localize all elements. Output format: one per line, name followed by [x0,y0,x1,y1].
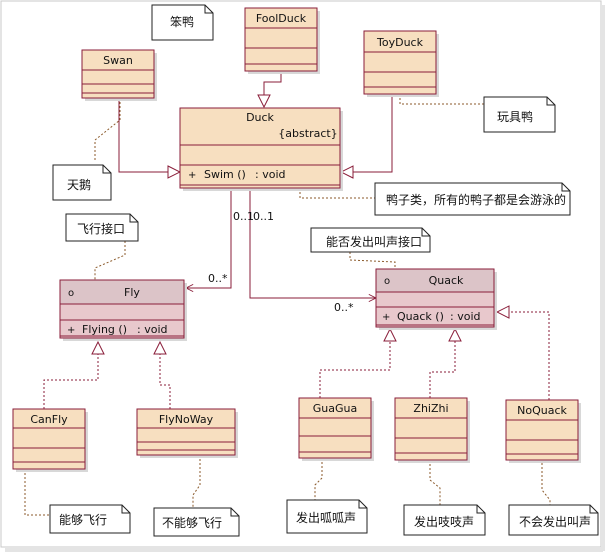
class-quack-name: Quack [429,274,464,287]
multiplicity-fly: 0..* [208,272,228,285]
quack-op-quack: Quack () [397,310,444,323]
duck-op-type: : void [255,168,285,181]
generalization-foolduck-duck [264,71,282,107]
note-duck: 鸭子类，所有的鸭子都是会游泳的 [374,182,571,216]
note-link-quack [349,252,396,270]
class-flynoway[interactable]: FlyNoWay [136,408,238,458]
class-fly-name: Fly [124,286,140,299]
quack-interface-marker: o [384,276,390,287]
note-quack: 能否发出叫声接口 [310,227,431,253]
note-fly-text: 飞行接口 [77,221,125,236]
note-foolduck: 笨鸭 [151,4,214,41]
note-flynoway: 不能够飞行 [153,507,240,537]
note-canfly-text: 能够飞行 [59,513,107,527]
note-guagua-text: 发出呱呱声 [296,510,356,525]
note-link-flynoway [192,455,201,508]
note-link-swan [94,98,121,162]
class-swan-name: Swan [103,54,133,67]
note-link-noquack [541,463,551,505]
class-zhizhi-name: ZhiZhi [413,402,448,415]
quack-op-type: : void [450,310,480,323]
class-canfly-name: CanFly [30,413,68,426]
note-swan-text: 天鹅 [67,178,91,192]
class-quack[interactable]: o Quack + Quack () : void [375,268,497,330]
realization-guagua-quack [319,329,390,398]
note-canfly: 能够飞行 [49,504,131,534]
fly-interface-marker: o [68,288,74,299]
class-foolduck[interactable]: FoolDuck [244,7,320,74]
realization-flynoway-fly [160,342,171,409]
fly-op-type: : void [137,323,167,336]
note-zhizhi: 发出吱吱声 [403,504,486,536]
fly-op-visibility: + [67,325,75,336]
note-link-zhizhi [429,460,441,505]
multiplicity-duck-fly: 0..1 [233,210,254,223]
note-toyduck: 玩具鸭 [483,96,556,133]
note-guagua: 发出呱呱声 [286,499,368,534]
note-zhizhi-text: 发出吱吱声 [414,514,474,529]
realization-canfly-fly [43,342,98,409]
association-duck-fly [186,190,232,288]
class-zhizhi[interactable]: ZhiZhi [394,397,470,463]
realization-noquack-quack [497,312,550,400]
class-guagua[interactable]: GuaGua [298,397,374,461]
class-duck-name: Duck [246,111,274,124]
class-fly[interactable]: o Fly + Flying () : void [59,279,187,341]
class-guagua-name: GuaGua [313,402,357,415]
class-noquack[interactable]: NoQuack [505,399,581,463]
note-toyduck-text: 玩具鸭 [497,110,533,124]
generalization-toyduck-duck [341,94,393,172]
note-swan: 天鹅 [52,164,112,201]
class-flynoway-name: FlyNoWay [159,413,214,426]
class-toyduck-name: ToyDuck [376,36,424,49]
class-canfly[interactable]: CanFly [12,408,88,472]
note-link-canfly [24,469,50,516]
duck-op-swim: Swim () [204,168,246,181]
note-link-guagua [314,458,323,500]
class-noquack-name: NoQuack [517,404,567,417]
class-foolduck-name: FoolDuck [256,12,307,25]
duck-op-visibility: + [188,170,196,181]
note-quack-text: 能否发出叫声接口 [326,234,422,249]
note-noquack: 不会发出叫声 [508,504,599,536]
generalization-swan-duck [118,98,180,172]
association-duck-quack [249,190,376,298]
note-duck-text: 鸭子类，所有的鸭子都是会游泳的 [386,192,566,207]
realization-zhizhi-quack [429,329,455,398]
fly-op-flying: Flying () [82,323,127,336]
quack-op-visibility: + [382,312,390,323]
class-duck-stereotype: {abstract} [278,127,337,140]
class-swan[interactable]: Swan [81,49,157,101]
multiplicity-quack: 0..* [334,301,354,314]
note-foolduck-text: 笨鸭 [170,14,194,29]
note-noquack-text: 不会发出叫声 [519,514,591,529]
class-toyduck[interactable]: ToyDuck [363,30,439,97]
class-duck[interactable]: Duck {abstract} + Swim () : void [179,107,343,191]
multiplicity-duck-quack: 0..1 [253,210,274,223]
note-fly: 飞行接口 [65,213,139,242]
note-flynoway-text: 不能够飞行 [162,516,222,530]
note-link-duck [299,188,375,199]
